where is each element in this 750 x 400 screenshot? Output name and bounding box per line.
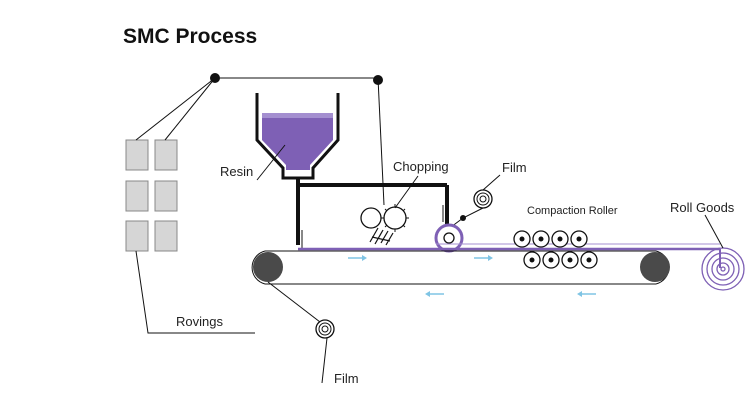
chopping-leader-line bbox=[394, 175, 419, 209]
roll-goods-leader-line bbox=[704, 214, 724, 249]
compaction-roller-label: Compaction Roller bbox=[527, 205, 618, 217]
coil-icon bbox=[701, 247, 745, 291]
roving-box bbox=[154, 139, 178, 171]
conveyor-belt bbox=[251, 250, 670, 285]
belt-drive-roller bbox=[253, 252, 283, 282]
film-bottom-label: Film bbox=[334, 371, 359, 386]
roving-box bbox=[154, 180, 178, 212]
belt-drive-roller bbox=[640, 252, 670, 282]
resin-leader-line bbox=[256, 144, 286, 181]
roving-box bbox=[125, 139, 149, 171]
flow-arrows bbox=[348, 255, 596, 297]
chopping-label: Chopping bbox=[393, 159, 449, 174]
chopper-icon bbox=[360, 204, 409, 246]
compaction-rollers bbox=[513, 230, 598, 269]
film-roll-icon bbox=[315, 319, 335, 339]
roving-guide-pulley bbox=[373, 75, 383, 85]
roll-goods-label: Roll Goods bbox=[670, 200, 735, 215]
film-roll-icon bbox=[473, 189, 493, 209]
film-bottom-leader-line bbox=[321, 337, 328, 384]
rovings-label: Rovings bbox=[176, 314, 223, 329]
rovings-creels bbox=[125, 139, 178, 252]
film-top-label: Film bbox=[502, 160, 527, 175]
film-top-leader-line bbox=[482, 174, 501, 191]
roving-box bbox=[125, 180, 149, 212]
roving-guide-pulley bbox=[210, 73, 220, 83]
diagram-title: SMC Process bbox=[123, 25, 257, 48]
rovings-leader-line bbox=[135, 250, 255, 334]
resin-label: Resin bbox=[220, 164, 253, 179]
roving-box bbox=[125, 220, 149, 252]
resin-hopper bbox=[255, 93, 449, 248]
roving-box bbox=[154, 220, 178, 252]
